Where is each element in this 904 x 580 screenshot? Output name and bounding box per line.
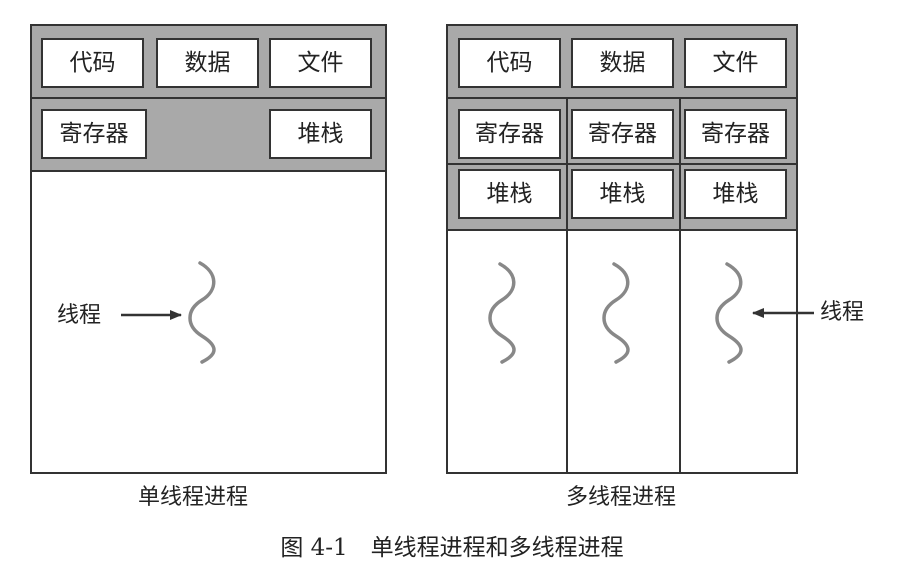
multi-register-label-1: 寄存器 (475, 121, 544, 147)
single-file-box (269, 38, 372, 88)
multi-data-label: 数据 (599, 50, 646, 76)
multi-file-label: 文件 (712, 50, 759, 76)
multi-thread-process (446, 24, 814, 474)
figure-caption: 图 4-1 单线程进程和多线程进程 (280, 535, 624, 561)
single-process-caption: 单线程进程 (138, 485, 249, 510)
multi-stack-box-3 (684, 169, 787, 219)
single-file-label: 文件 (297, 50, 344, 76)
multi-thread-squiggle-icon-1 (488, 262, 516, 364)
multi-stack-label-3: 堆栈 (712, 181, 759, 207)
multi-register-box-1 (458, 109, 561, 159)
multi-register-box-3 (684, 109, 787, 159)
multi-stack-box-1 (458, 169, 561, 219)
multi-register-label-2: 寄存器 (588, 121, 657, 147)
multi-register-box-2 (571, 109, 674, 159)
multi-code-box (458, 38, 561, 88)
multi-register-label-3: 寄存器 (701, 121, 770, 147)
single-code-box (41, 38, 144, 88)
multi-stack-label-2: 堆栈 (599, 181, 646, 207)
single-code-label: 代码 (69, 50, 116, 76)
single-thread-process (30, 24, 387, 474)
multi-thread-squiggle-icon-2 (602, 262, 630, 364)
multi-file-box (684, 38, 787, 88)
single-data-box (156, 38, 259, 88)
multi-code-label: 代码 (486, 50, 533, 76)
multi-thread-label: 线程 (820, 300, 865, 325)
single-stack-label: 堆栈 (297, 121, 344, 147)
multi-process-caption: 多线程进程 (566, 485, 677, 510)
multi-data-box (571, 38, 674, 88)
multi-stack-label-1: 堆栈 (486, 181, 533, 207)
single-thread-squiggle-icon (188, 261, 216, 364)
single-register-label: 寄存器 (59, 121, 129, 147)
single-data-label: 数据 (184, 50, 231, 76)
single-stack-box (269, 109, 372, 159)
single-thread-label: 线程 (57, 303, 102, 328)
multi-thread-squiggle-icon-3 (715, 262, 743, 364)
single-register-box (41, 109, 147, 159)
multi-stack-box-2 (571, 169, 674, 219)
